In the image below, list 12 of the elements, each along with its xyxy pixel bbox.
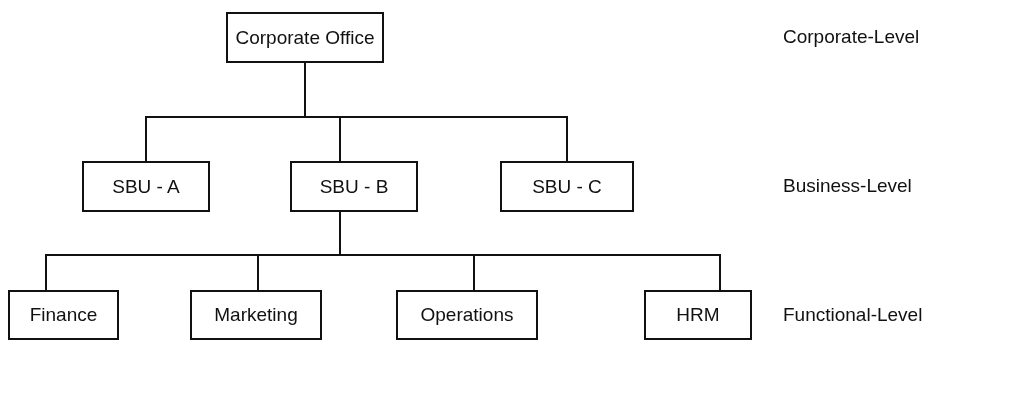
org-unit-box: Corporate Office	[226, 12, 384, 63]
level-label: Business-Level	[783, 175, 912, 197]
level-label: Corporate-Level	[783, 26, 920, 48]
org-unit-box: Finance	[8, 290, 119, 340]
connector-line	[304, 62, 568, 162]
org-unit-box: HRM	[644, 290, 752, 340]
org-unit-box: Marketing	[190, 290, 322, 340]
level-label: Functional-Level	[783, 304, 923, 326]
org-unit-box: SBU - B	[290, 161, 418, 212]
org-unit-box: SBU - A	[82, 161, 210, 212]
org-unit-box: Operations	[396, 290, 538, 340]
org-unit-box: SBU - C	[500, 161, 634, 212]
